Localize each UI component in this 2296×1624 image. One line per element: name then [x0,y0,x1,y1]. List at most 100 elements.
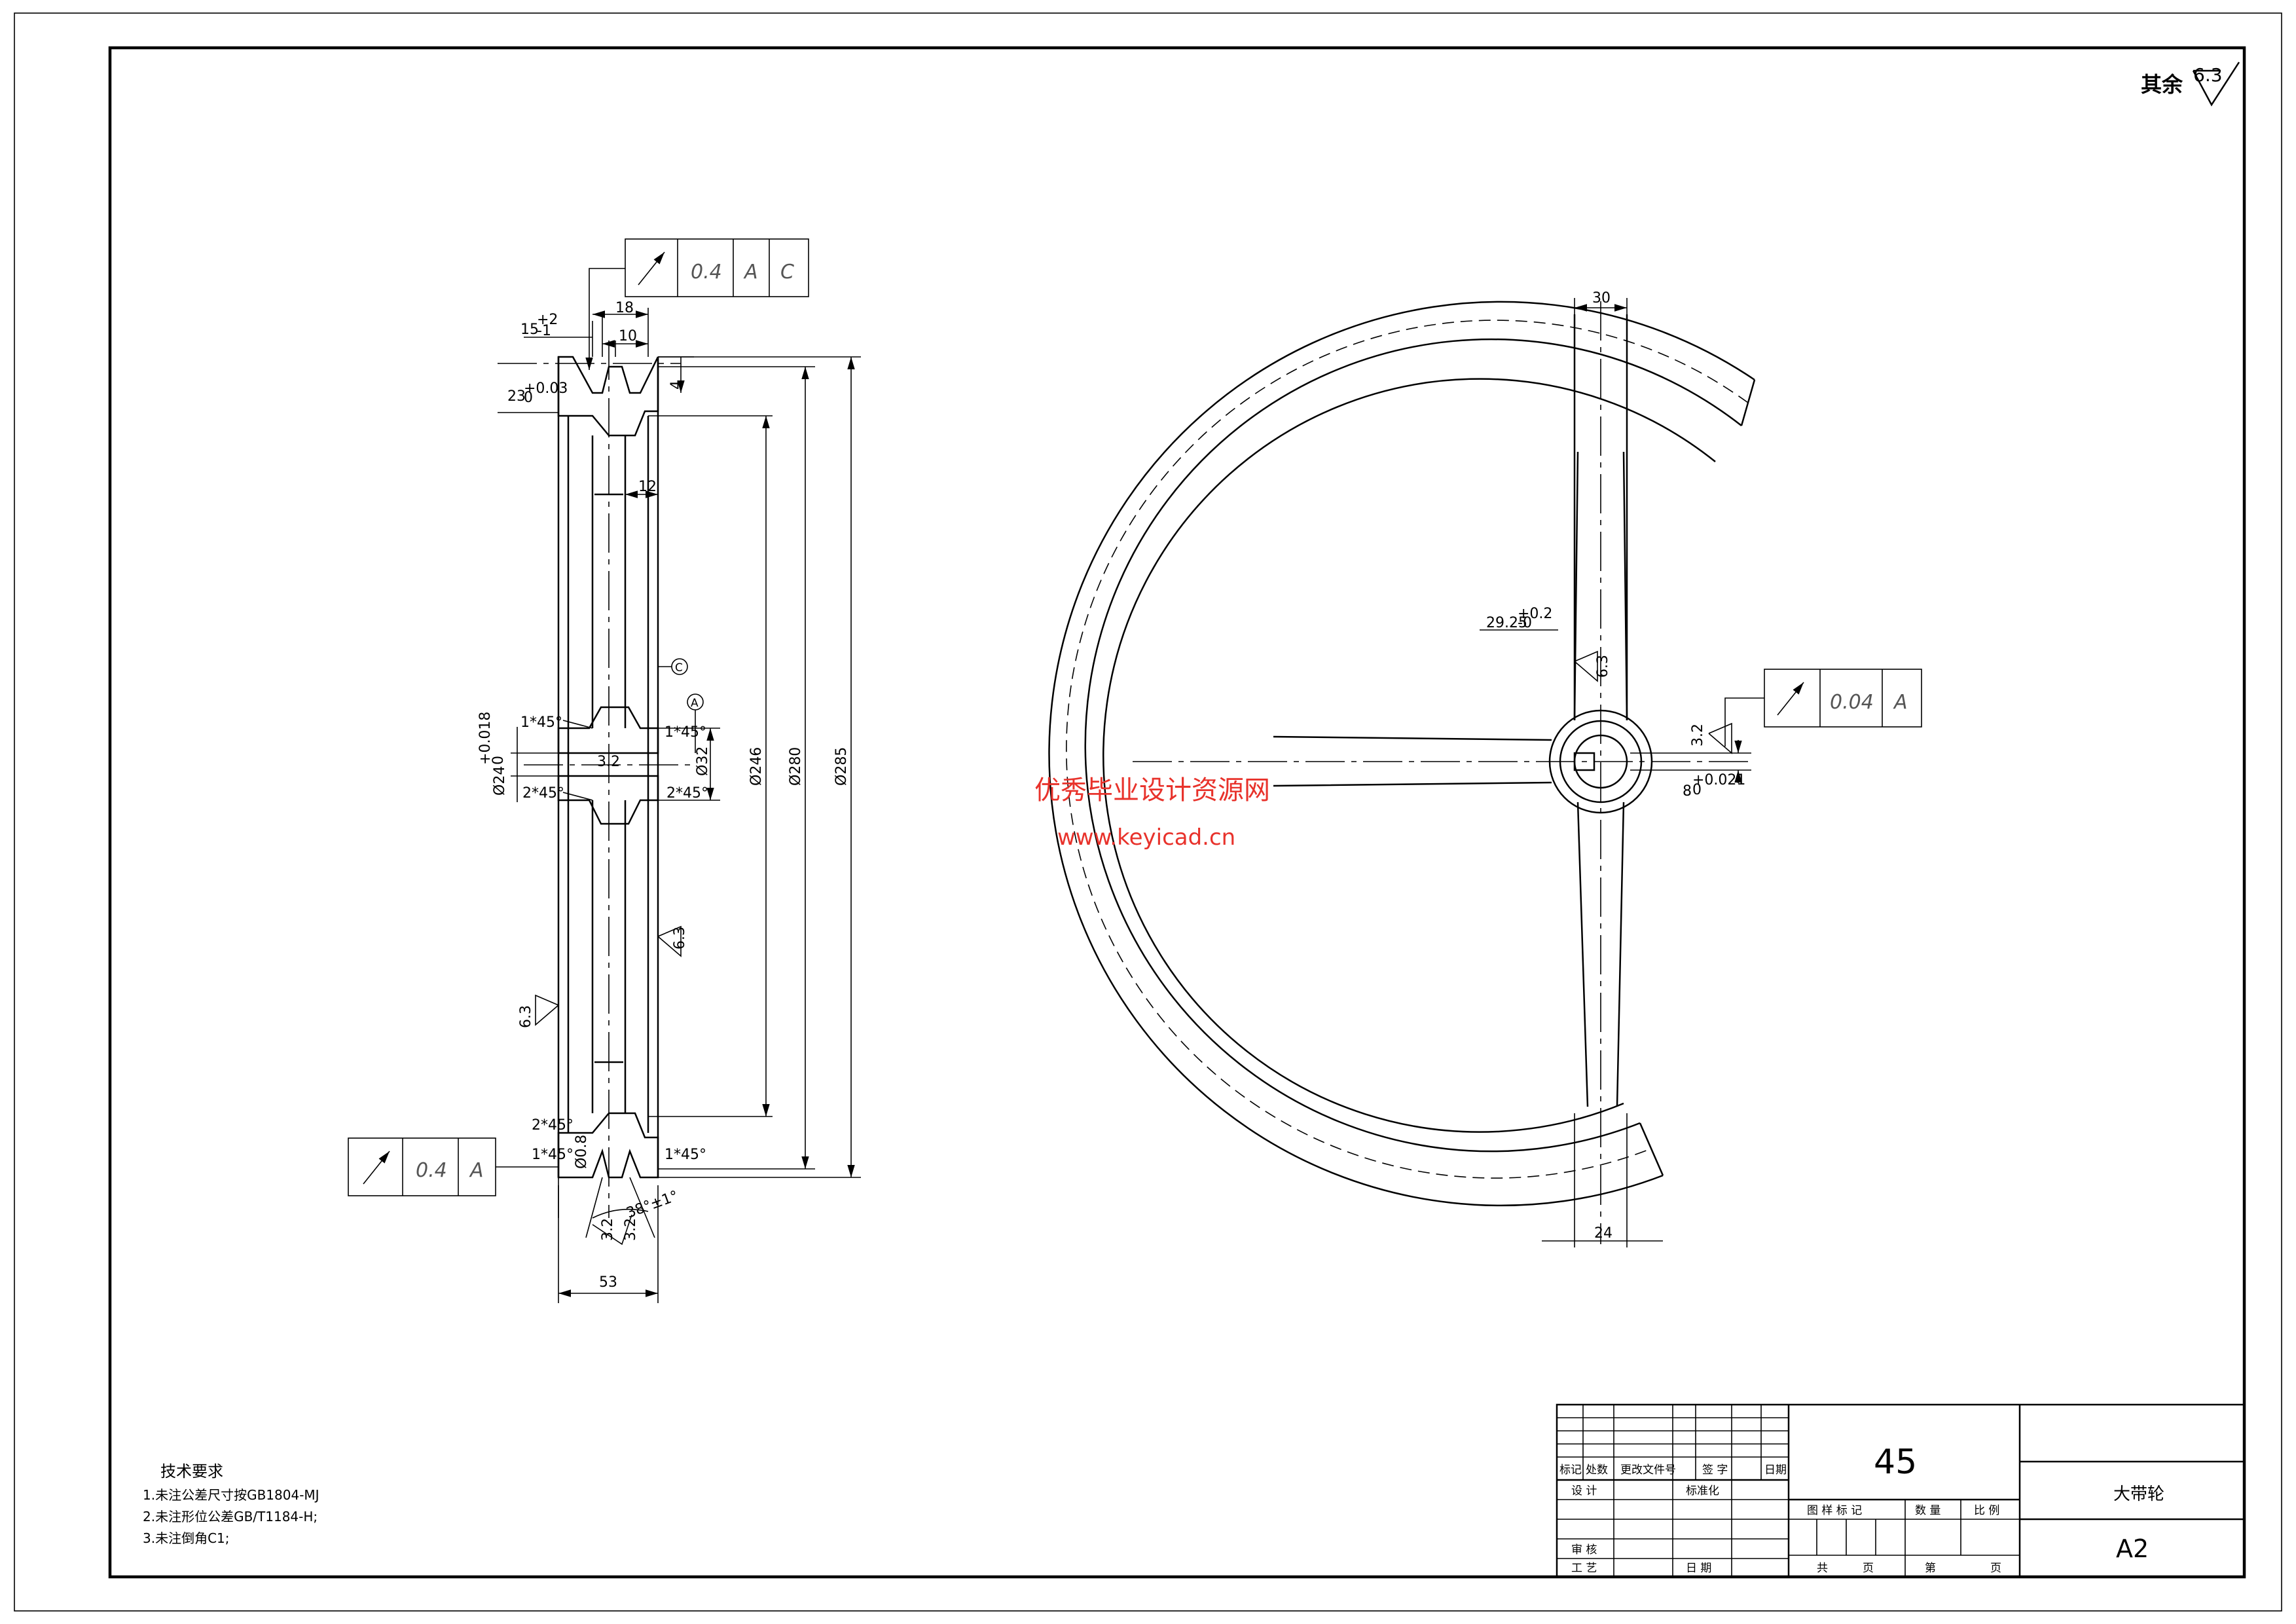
rough-face-left: 6.3 [518,994,559,1028]
material: 45 [1874,1443,1917,1482]
dim-keyway-depth: 29.25 [1486,615,1527,631]
svg-text:6.3: 6.3 [1595,655,1611,678]
dim-10: 10 [619,328,637,344]
corner-roughness-label: 其余 [2141,72,2183,97]
svg-text:0.4: 0.4 [691,261,722,284]
svg-text:页: 页 [1990,1562,2001,1575]
svg-text:C: C [780,261,794,284]
corner-roughness: 其余 6.3 [2141,62,2240,107]
svg-text:+0.2: +0.2 [1518,606,1552,622]
tech-req-title: 技术要求 [160,1462,223,1481]
svg-text:A: A [691,697,699,710]
rough-bore: 3.2 [597,754,620,770]
svg-text:3.未注倒角C1;: 3.未注倒角C1; [143,1530,230,1546]
dim-280: Ø280 [788,747,804,786]
svg-text:标记: 标记 [1559,1464,1582,1477]
svg-text:0: 0 [524,390,533,406]
fcf-runout-bottom: 0.4 A [348,1137,559,1218]
svg-text:2*45°: 2*45° [666,785,708,802]
svg-text:1*45°: 1*45° [532,1147,574,1163]
svg-text:2*45°: 2*45° [522,785,564,802]
dim-23: 23 [507,388,526,405]
side-section-view: 18 10 15 +2 -1 4 23 +0.03 0 12 0.4 A C [348,238,861,1303]
svg-text:设 计: 设 计 [1571,1485,1597,1498]
svg-text:+0.018: +0.018 [477,712,494,765]
svg-text:0: 0 [1692,782,1702,798]
svg-text:日 期: 日 期 [1686,1562,1711,1575]
watermark: 优秀毕业设计资源网 www.keyicad.cn [1034,775,1270,851]
svg-text:1*45°: 1*45° [665,1147,706,1163]
fcf-runout-front: 0.04 A [1724,669,1922,747]
svg-text:A: A [743,261,758,284]
drawing-no: A2 [2116,1534,2149,1563]
svg-text:A: A [1893,691,1908,714]
sheet-inner-frame [108,46,2246,1579]
svg-text:工 艺: 工 艺 [1571,1562,1597,1575]
svg-text:共: 共 [1817,1562,1828,1575]
rough-key: 3.2 [1690,722,1732,754]
datum-c: C [658,658,688,675]
hub-section-bottom [557,775,659,825]
rough-spoke: 6.3 [1574,650,1611,682]
svg-text:+2: +2 [537,312,558,328]
svg-text:0.4: 0.4 [416,1159,447,1182]
rim-section-top [557,356,659,437]
svg-text:3.2: 3.2 [600,1218,616,1241]
svg-text:0.04: 0.04 [1830,691,1874,714]
svg-text:3.2: 3.2 [1690,724,1706,747]
part-name: 大带轮 [2113,1485,2164,1504]
svg-text:页: 页 [1863,1562,1874,1575]
front-view: 30 29.25 +0.2 -0 6.3 0.04 A 3.2 [1048,290,1922,1247]
dim-12: 12 [638,479,657,495]
svg-text:签 字: 签 字 [1702,1464,1728,1477]
svg-text:1*45°: 1*45° [520,714,562,731]
dim-32: Ø32 [695,747,711,776]
sheet-outer-border [14,12,2282,1612]
fcf-runout-top: 0.4 A C [585,238,809,370]
dim-4: 4 [668,380,685,390]
hub-section-top [557,706,659,754]
dim-key-width: 8 [1683,783,1692,800]
tech-requirements: 技术要求 1.未注公差尺寸按GB1804-MJ 2.未注形位公差GB/T1184… [143,1462,319,1546]
dim-15: 15 [520,322,539,338]
svg-text:6.3: 6.3 [518,1005,534,1028]
svg-text:数 量: 数 量 [1915,1504,1941,1517]
svg-text:比 例: 比 例 [1974,1504,1999,1517]
svg-text:38°±1°: 38°±1° [625,1188,681,1222]
watermark-line2: www.keyicad.cn [1057,824,1235,851]
svg-text:1*45°: 1*45° [665,724,706,741]
dim-285: Ø285 [833,747,850,786]
svg-text:处数: 处数 [1586,1464,1608,1477]
svg-text:3.2: 3.2 [623,1218,639,1241]
rough-face-right: 6.3 [657,925,688,957]
svg-text:第: 第 [1925,1562,1936,1575]
svg-text:+0.021: +0.021 [1692,772,1745,788]
svg-text:审 核: 审 核 [1571,1543,1597,1557]
dim-24: 24 [1594,1225,1613,1242]
svg-text:标准化: 标准化 [1686,1485,1719,1498]
svg-text:2.未注形位公差GB/T1184-H;: 2.未注形位公差GB/T1184-H; [143,1509,318,1524]
svg-text:+0.03: +0.03 [524,380,568,397]
datum-a: A [687,693,704,753]
svg-text:-1: -1 [537,323,551,339]
svg-text:日期: 日期 [1764,1464,1787,1477]
svg-text:Ø0.8: Ø0.8 [574,1135,590,1169]
watermark-line1: 优秀毕业设计资源网 [1034,775,1270,805]
dim-246: Ø246 [748,747,765,786]
svg-text:-0: -0 [1518,615,1532,631]
svg-text:更改文件号: 更改文件号 [1620,1464,1676,1477]
svg-text:6.3: 6.3 [672,927,688,950]
svg-text:A: A [469,1159,484,1182]
svg-text:图 样 标 记: 图 样 标 记 [1807,1504,1862,1517]
dim-bore-24: Ø24 [492,766,508,796]
corner-roughness-value: 6.3 [2193,64,2223,86]
dim-30: 30 [1592,290,1611,306]
dim-18: 18 [615,300,634,316]
svg-text:C: C [675,661,683,674]
svg-text:2*45°: 2*45° [532,1117,574,1134]
svg-text:1.未注公差尺寸按GB1804-MJ: 1.未注公差尺寸按GB1804-MJ [143,1487,319,1503]
title-block: 45 大带轮 A2 标记 处数 更改文件号 签 字 日期 设 计 标准化 图 样… [1556,1403,2246,1578]
dim-53: 53 [599,1274,617,1291]
svg-text:0: 0 [490,756,507,765]
